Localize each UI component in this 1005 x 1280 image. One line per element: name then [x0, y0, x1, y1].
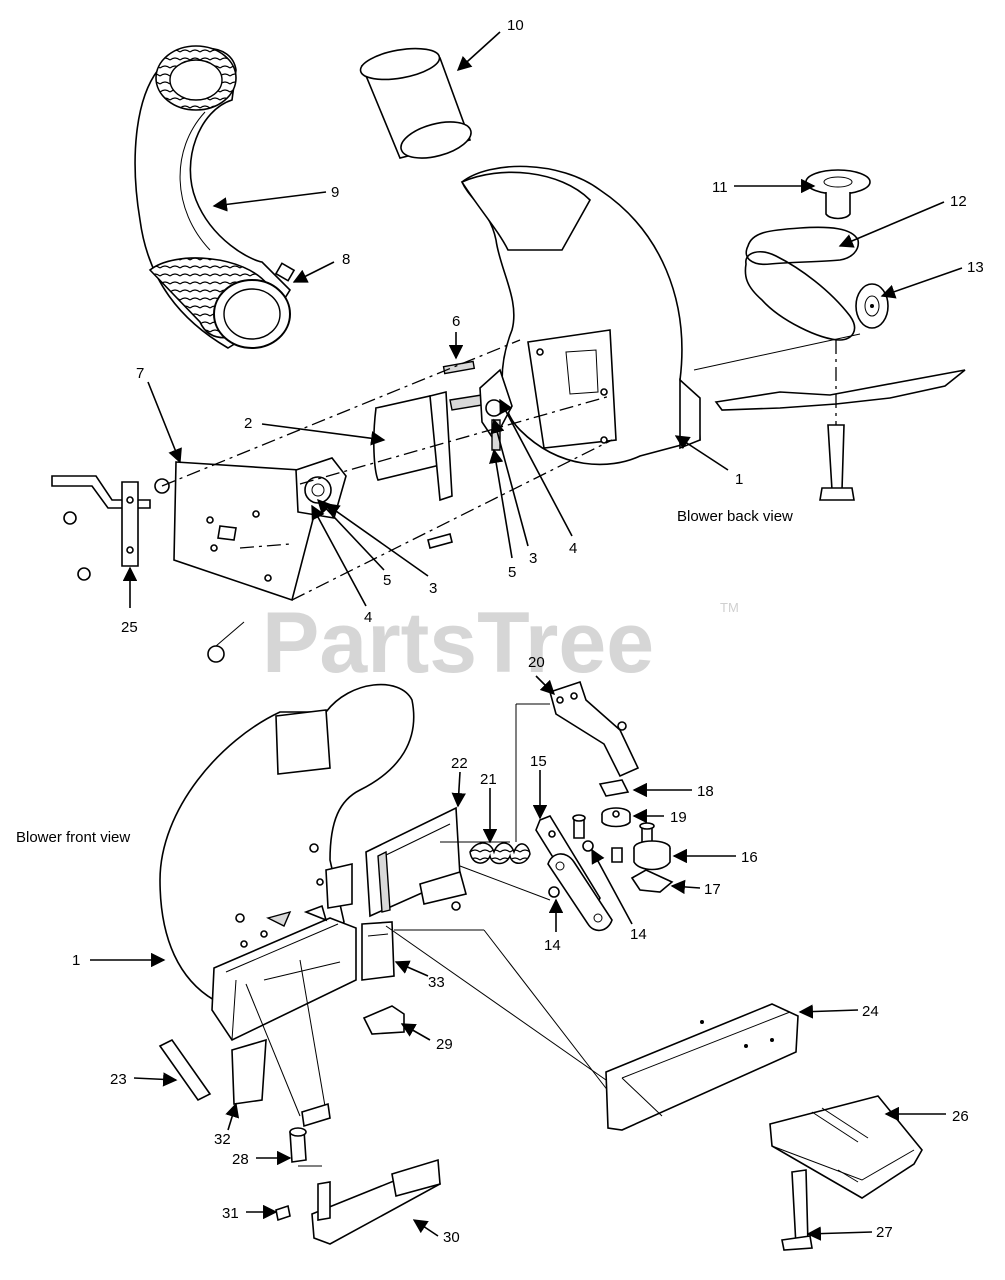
callout-9: 9	[331, 184, 339, 201]
callout-26: 26	[952, 1108, 969, 1125]
callout-8: 8	[342, 251, 350, 268]
link-part-14	[547, 840, 613, 932]
callout-16: 16	[741, 849, 758, 866]
deflector-part-32	[231, 1038, 267, 1105]
callout-10: 10	[507, 17, 524, 34]
caption-blower-back-view: Blower back view	[677, 508, 793, 525]
bracket-part-17	[630, 869, 674, 893]
callout-3-right: 3	[529, 550, 537, 567]
shaft-part-2	[373, 390, 489, 502]
callout-1-back: 1	[735, 471, 743, 488]
blower-housing-back-part-1	[460, 165, 701, 466]
leader-lines	[90, 31, 963, 1241]
rods-lower	[245, 959, 341, 1117]
callout-1-front: 1	[72, 952, 80, 969]
hose-clamp-part-8	[274, 262, 296, 282]
bearing-flange-left	[295, 457, 347, 519]
callout-4-right: 4	[569, 540, 577, 557]
cover-plate-part-26	[769, 1095, 923, 1199]
callout-18: 18	[697, 783, 714, 800]
callout-21: 21	[480, 771, 497, 788]
callout-11: 11	[712, 179, 728, 196]
bolts-left	[63, 478, 245, 663]
callout-20: 20	[528, 654, 545, 671]
callout-4-left: 4	[364, 609, 372, 626]
bracket-part-25	[51, 475, 151, 567]
callout-30: 30	[443, 1229, 460, 1246]
callout-22: 22	[451, 755, 468, 772]
pin-part-31	[275, 1204, 291, 1222]
mounting-plate-part-7	[173, 461, 319, 602]
callout-32: 32	[214, 1131, 231, 1148]
rod-part-23	[158, 1038, 212, 1102]
callout-3-left: 3	[429, 580, 437, 597]
callout-31: 31	[222, 1205, 239, 1222]
mount-part-16	[633, 840, 671, 871]
callout-15: 15	[530, 753, 547, 770]
watermark: PartsTree	[262, 595, 654, 691]
callout-33: 33	[428, 974, 445, 991]
support-bracket-part-30	[311, 1158, 441, 1245]
callout-17: 17	[704, 881, 721, 898]
bushing-part-19	[601, 807, 631, 828]
callout-6: 6	[452, 313, 460, 330]
bolts-arm	[572, 814, 655, 863]
callout-13: 13	[967, 259, 984, 276]
strap-part-27	[781, 1169, 813, 1251]
blade-assembly	[714, 340, 966, 501]
spacer-part-18	[598, 779, 630, 797]
callout-29: 29	[436, 1036, 453, 1053]
callout-27: 27	[876, 1224, 893, 1241]
callout-5-right: 5	[508, 564, 516, 581]
callout-12: 12	[950, 193, 967, 210]
bracket-part-33	[361, 921, 395, 981]
spring-part-21	[459, 842, 551, 901]
key-part-6	[442, 360, 476, 375]
callout-23: 23	[110, 1071, 127, 1088]
pulley-part-11	[805, 169, 871, 220]
bracket-part-20	[549, 680, 640, 778]
callout-28: 28	[232, 1151, 249, 1168]
callout-14-left: 14	[544, 937, 561, 954]
watermark-trademark: TM	[720, 600, 739, 615]
hose-part-9	[134, 45, 292, 349]
callout-5-left: 5	[383, 572, 391, 589]
adapter-tube-part-10	[359, 47, 472, 159]
idler-pulley-part-13	[855, 283, 889, 329]
callout-19: 19	[670, 809, 687, 826]
v-belt-part-12	[744, 226, 860, 341]
callout-2: 2	[244, 415, 252, 432]
bushing-part-28	[289, 1102, 331, 1163]
blower-housing-front-part-1	[159, 683, 415, 1042]
callout-14-right: 14	[630, 926, 647, 943]
callout-7: 7	[136, 365, 144, 382]
alignment-lines-upper	[161, 333, 861, 601]
chute-part-24	[605, 1003, 799, 1131]
callout-24: 24	[862, 1003, 879, 1020]
clip-part-29	[362, 1005, 405, 1035]
alignment-lines-lower	[298, 703, 613, 1167]
callout-25: 25	[121, 619, 138, 636]
bolt-center	[427, 533, 453, 549]
caption-blower-front-view: Blower front view	[16, 829, 130, 846]
arm-part-22	[365, 806, 467, 918]
